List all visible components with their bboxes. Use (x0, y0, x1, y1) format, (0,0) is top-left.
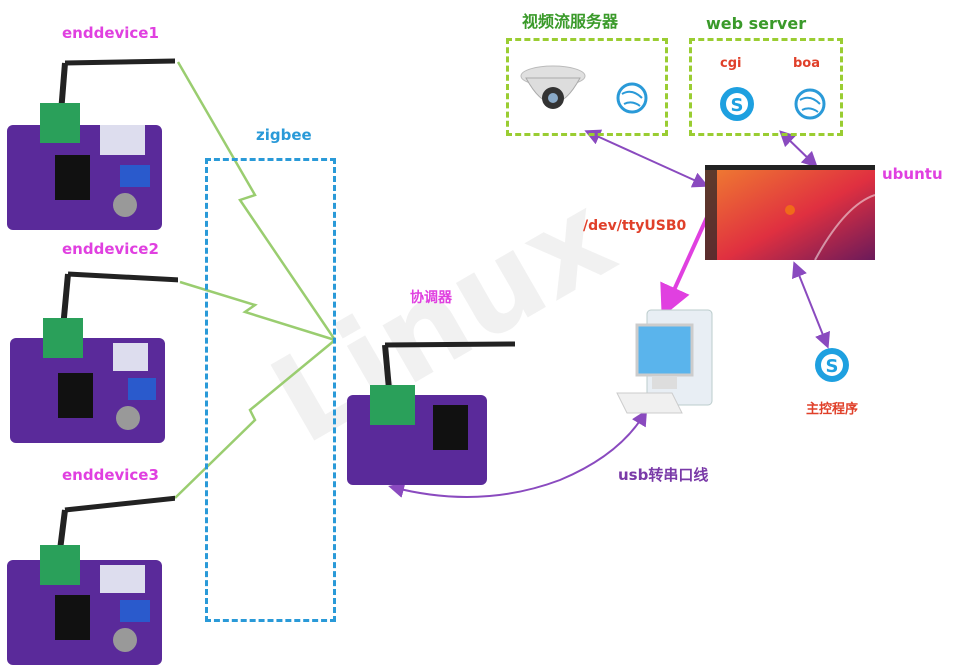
web-server-box (689, 38, 843, 136)
ubuntu-main-arrow (792, 261, 830, 349)
web-server-label: web server (706, 14, 807, 33)
video-server-label: 视频流服务器 (522, 12, 619, 31)
enddevice2-label: enddevice2 (62, 240, 159, 258)
video-server-box (506, 38, 668, 136)
web-ubuntu-arrow (779, 130, 818, 168)
boa-label: boa (793, 56, 821, 71)
cgi-label: cgi (720, 56, 742, 71)
enddevice1-board (5, 55, 175, 235)
coordinator-label: 协调器 (410, 290, 452, 306)
cgi-skype-icon: S (717, 84, 757, 124)
enddevice1-label: enddevice1 (62, 24, 159, 42)
enddevice3-label: enddevice3 (62, 466, 159, 484)
zigbee-label: zigbee (256, 126, 312, 144)
usb-serial-label: usb转串口线 (618, 466, 709, 484)
coordinator-board (345, 330, 515, 490)
tty-arrow (660, 214, 710, 318)
svg-text:S: S (731, 95, 744, 116)
service-globe-icon (612, 78, 652, 118)
zigbee-link-3 (174, 339, 336, 499)
video-ubuntu-arrow (584, 129, 709, 188)
zigbee-link-1 (176, 61, 337, 341)
zigbee-link-2 (179, 280, 336, 342)
boa-globe-icon (790, 84, 830, 124)
enddevice2-board (8, 268, 178, 448)
enddevice3-board (5, 490, 175, 670)
zigbee-box (205, 158, 336, 622)
svg-text:S: S (826, 356, 839, 377)
ubuntu-desktop (705, 165, 875, 260)
main-program-skype-icon: S (812, 345, 852, 385)
main-program-label: 主控程序 (806, 402, 859, 417)
pc-icon (612, 305, 722, 420)
camera-icon (518, 58, 588, 118)
usb-cable (388, 409, 648, 498)
tty-label: /dev/ttyUSB0 (583, 218, 687, 234)
ubuntu-label: ubuntu (882, 165, 943, 183)
